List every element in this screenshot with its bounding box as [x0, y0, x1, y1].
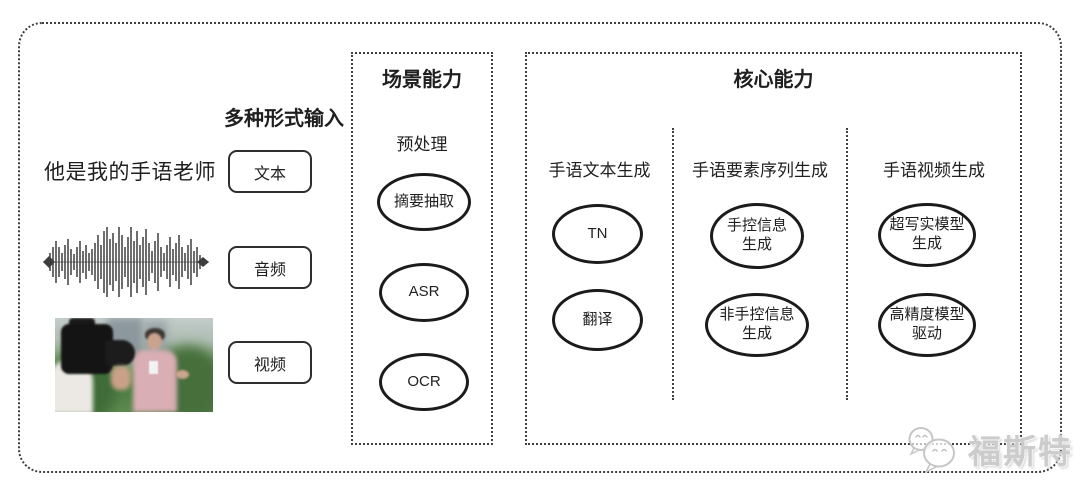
node-tn-label: TN — [587, 224, 608, 242]
node-highprec-line2: 驱动 — [911, 325, 942, 342]
input-type-text-label: 文本 — [253, 165, 286, 183]
input-type-video-box: 视频 — [228, 341, 312, 384]
node-hyperreal-line2: 生成 — [911, 235, 942, 252]
outer-dashed-border — [18, 22, 1062, 473]
node-highprec-line1: 高精度模型 — [889, 306, 965, 324]
input-type-audio-label: 音频 — [253, 261, 286, 279]
input-section-title: 多种形式输入 — [224, 108, 344, 130]
scene-capability-title: 场景能力 — [382, 69, 462, 91]
column-header-sign-element-sequence-generation: 手语要素序列生成 — [692, 161, 828, 180]
node-hyperreal-model-generation: 超写实模型 生成 — [878, 203, 976, 267]
core-column-separator-1 — [672, 128, 674, 400]
node-summary-extraction: 摘要抽取 — [377, 173, 471, 231]
node-ocr: OCR — [379, 353, 469, 411]
preprocessing-label: 预处理 — [396, 135, 448, 154]
scene-capability-box — [351, 52, 493, 445]
node-hyperreal-line1: 超写实模型 — [889, 216, 965, 234]
node-asr: ASR — [379, 263, 469, 322]
speech-bubbles-icon — [908, 427, 955, 474]
node-nonmanual-info-generation: 非手控信息 生成 — [705, 293, 809, 357]
node-asr-label: ASR — [408, 283, 440, 301]
node-tn: TN — [552, 204, 643, 264]
node-translation: 翻译 — [552, 289, 643, 351]
input-type-video-label: 视频 — [253, 356, 286, 374]
core-capability-title: 核心能力 — [733, 69, 814, 91]
input-type-text-box: 文本 — [228, 150, 312, 193]
column-header-sign-video-generation: 手语视频生成 — [883, 161, 985, 180]
node-nonmanual-info-line2: 生成 — [741, 325, 772, 342]
node-summary-extraction-label: 摘要抽取 — [393, 192, 454, 210]
node-manual-info-line1: 手控信息 — [726, 217, 787, 235]
core-capability-box — [525, 52, 1022, 445]
audio-waveform-icon — [43, 227, 209, 297]
node-manual-info-line2: 生成 — [741, 236, 772, 253]
node-ocr-label: OCR — [407, 372, 441, 390]
column-header-sign-text-generation: 手语文本生成 — [548, 161, 651, 180]
reporter-filming-photo — [55, 318, 213, 412]
core-column-separator-2 — [846, 128, 848, 400]
node-nonmanual-info-line1: 非手控信息 — [719, 306, 795, 324]
node-translation-label: 翻译 — [582, 310, 613, 328]
watermark-text: 福斯特 — [968, 433, 1073, 470]
node-manual-info-generation: 手控信息 生成 — [710, 203, 804, 269]
input-type-audio-box: 音频 — [228, 246, 312, 289]
sample-sentence-text: 他是我的手语老师 — [44, 161, 216, 184]
watermark: 福斯特 — [906, 423, 1073, 475]
node-high-precision-model-drive: 高精度模型 驱动 — [878, 293, 976, 357]
